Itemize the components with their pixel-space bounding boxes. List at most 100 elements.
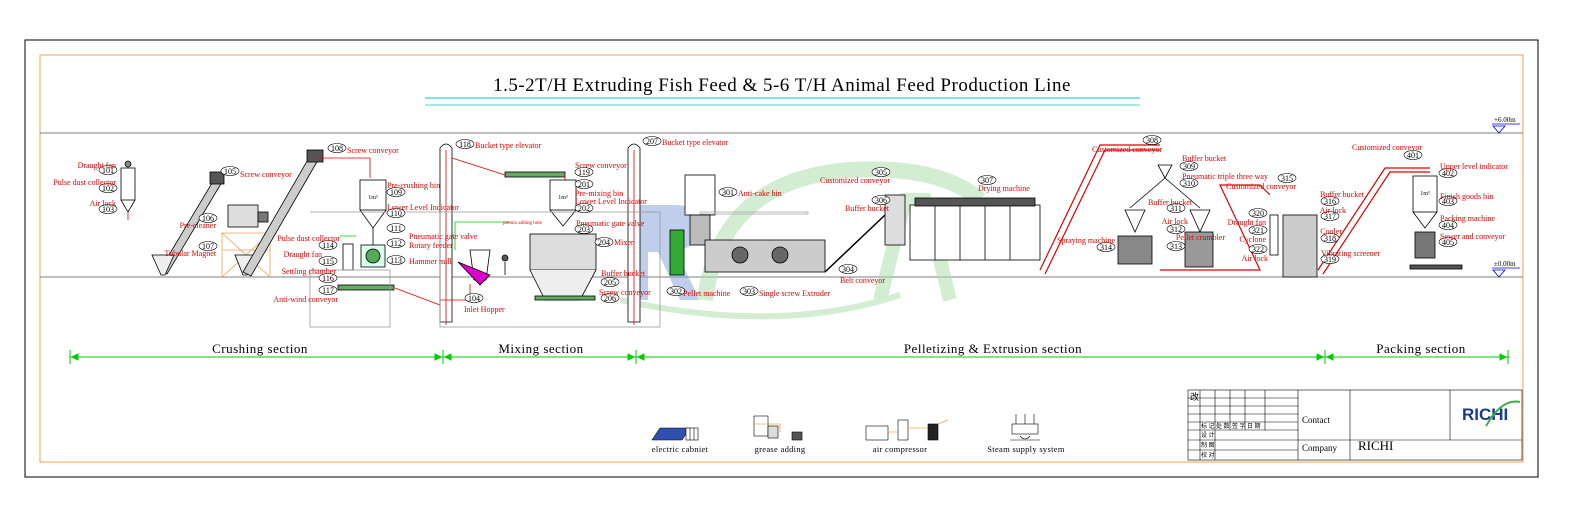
callout-number: 114 [322,241,334,250]
outer-frame [24,39,1539,478]
callout-label: Screw conveyor [347,146,399,155]
callout-label: Pneumatic gate valve [576,219,645,228]
callout-number: 102 [102,184,114,193]
callout-badge [198,241,218,251]
callout-number: 108 [331,144,343,153]
company-label: Company [1302,443,1337,453]
callout-badge [220,166,240,176]
grease-adding-icon [753,415,803,441]
bucket-elevator-207 [627,143,641,325]
callout-label: Mixer [614,238,634,247]
level-marker-ground: ±0.00m [1492,260,1520,278]
revision-mark: 改 [1190,391,1199,402]
callout-label: Pulse dust collector [53,178,116,187]
title-block [1187,389,1523,461]
callout-label: Cyclone [1239,235,1266,244]
callout-number: 117 [322,286,334,295]
steam-supply-icon [1010,414,1040,441]
air-compressor-icon [865,419,949,441]
legend-label-electric: electric cabniet [652,444,709,454]
callout-number: 302 [670,287,682,296]
callout-number: 311 [1170,204,1182,213]
callout-badge [642,136,662,146]
callout-label: Screw conveyor [240,170,292,179]
callout-label: Lower Level Indicator [575,197,647,206]
callout-badge [1438,196,1458,206]
callout-badge [871,167,891,177]
callout-label: Buffer bucket [1148,198,1193,207]
callout-badge [1248,208,1268,218]
callout-badge [327,143,347,153]
callout-badge [386,208,406,218]
callout-badge [1438,237,1458,247]
callout-badge [1166,241,1186,251]
callout-label: Anti-wind conveyor [273,295,338,304]
callout-label: Cooler [1320,227,1342,236]
callout-number: 107 [202,242,214,251]
callout-badge [666,286,686,296]
callout-badge [98,204,118,214]
callout-badge [318,273,338,283]
callout-label: Anti-cake bin [738,189,782,198]
callout-label: Screw conveyor [599,288,651,297]
company-value: RICHI [1358,438,1393,453]
callout-label: Pneumatic gate valve [409,232,478,241]
callout-label: Inlet Hopper [464,305,505,314]
callout-badge [718,187,738,197]
callout-label: Buffer bucket [1320,190,1365,199]
callout-number: 305 [875,168,887,177]
callout-label: Buffer bucket [601,269,646,278]
callout-label: Air lock [1162,217,1188,226]
callout-number: 310 [1183,179,1195,188]
callout-label: Air lock [1242,254,1268,263]
callout-label: Belt conveyor [840,276,885,285]
callout-badge [600,293,620,303]
callout-label: Finish goods bin [1440,192,1493,201]
callout-number: 405 [1442,238,1454,247]
callout-number: 202 [578,204,590,213]
callout-number: 204 [598,238,610,247]
title-block-header: 日 期 [1247,422,1261,430]
callout-badge [1142,135,1162,145]
callout-label: Sewer and conveyor [1440,232,1506,241]
callout-number: 316 [1324,197,1336,206]
title-block-row: 制 图 [1201,441,1215,449]
level-marker-upper: +6.00m [1492,116,1520,134]
callout-badge [1166,203,1186,213]
callout-label: Air lock [90,199,116,208]
callout-badge [318,285,338,295]
premix-annotation: premix adding hole [503,221,543,226]
callout-badge [464,293,484,303]
legend-label-steam: Steam supply system [987,444,1065,454]
callout-badge [1438,220,1458,230]
title-block-header: 处 数 [1216,422,1230,430]
svg-text:±0.00m: ±0.00m [1494,260,1516,268]
packing-equipment [1409,175,1463,270]
richi-logo-icon: RICHI [1462,400,1521,427]
callout-badge [1320,233,1340,243]
callout-badge [1248,244,1268,254]
callout-number: 115 [322,257,334,266]
callout-number: 314 [1100,243,1112,252]
inner-frame [39,54,1524,463]
callout-number: 119 [578,168,590,177]
callout-badge [1320,211,1340,221]
callout-label: Spraying machine [1057,236,1115,245]
bin-volume-label: 1m³ [558,195,568,201]
callout-label: Single screw Extruder [759,289,830,298]
callout-number: 401 [1407,151,1419,160]
callout-number: 110 [390,209,402,218]
